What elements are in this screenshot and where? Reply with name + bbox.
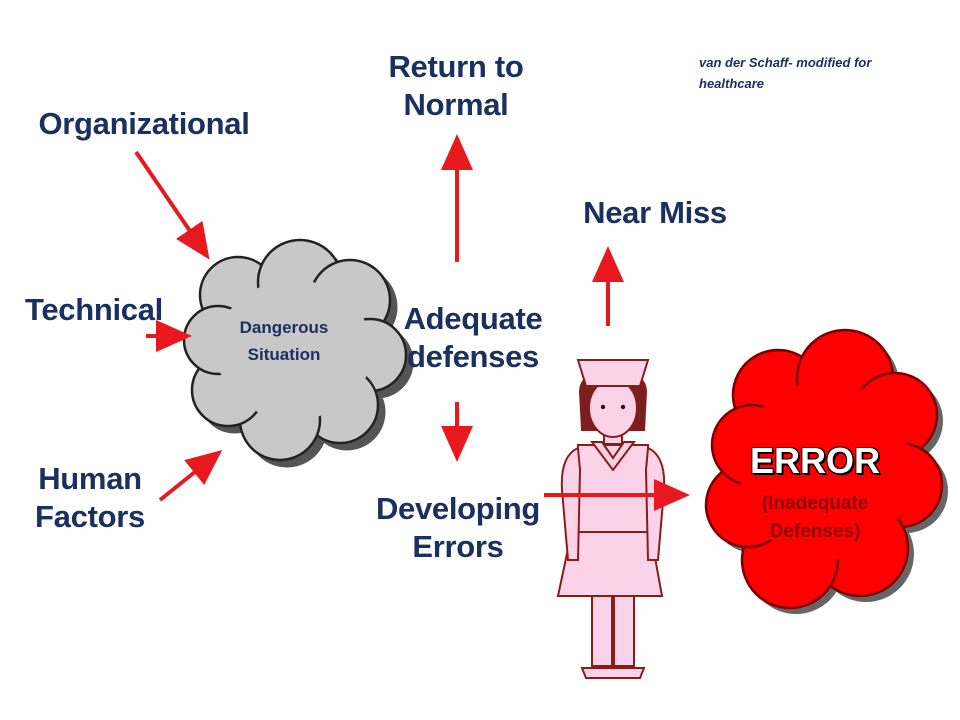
developing-errors-line-1: Developing xyxy=(375,491,541,526)
dangerous-situation-line-2: Situation xyxy=(247,345,321,364)
human-factors-label: Human Factors xyxy=(20,460,160,536)
nurse-arm-right xyxy=(644,446,666,561)
nurse-eye-left xyxy=(600,404,606,410)
error-subtitle-line-2: Defenses) xyxy=(769,521,861,542)
technical-label: Technical xyxy=(25,292,163,327)
nurse-eye-right xyxy=(620,404,626,410)
return-to-normal-line-1: Return to xyxy=(388,49,524,84)
nurse-figure xyxy=(556,359,666,679)
nurse-cap xyxy=(576,359,650,387)
error-title: ERROR xyxy=(749,440,880,481)
nurse-collar xyxy=(590,441,636,472)
organizational-label: Organizational xyxy=(38,106,250,141)
adequate-defenses-label: Adequate defenses xyxy=(392,300,554,376)
nurse-arm-left xyxy=(560,446,582,561)
developing-errors-line-2: Errors xyxy=(412,529,504,564)
near-miss-label: Near Miss xyxy=(583,195,727,230)
error-subtitle: (Inadequate Defenses) xyxy=(730,490,900,546)
nurse-shoes xyxy=(580,667,646,679)
developing-errors-label: Developing Errors xyxy=(362,490,554,566)
dangerous-situation-line-1: Dangerous xyxy=(239,318,329,337)
arrow-organizational-to-situation xyxy=(134,150,210,260)
dangerous-situation-text: Dangerous Situation xyxy=(214,314,354,368)
adequate-defenses-line-1: Adequate xyxy=(403,301,543,336)
nurse-leg-left xyxy=(591,591,613,667)
human-factors-line-1: Human xyxy=(38,461,142,496)
citation-note: van der Schaff- modified for healthcare xyxy=(699,55,872,91)
error-cloud xyxy=(704,328,948,614)
arrow-human-factors-to-situation xyxy=(158,449,223,502)
nurse-leg-right xyxy=(613,591,635,667)
error-subtitle-line-1: (Inadequate xyxy=(761,493,869,514)
return-to-normal-label: Return to Normal xyxy=(370,48,542,124)
human-factors-line-2: Factors xyxy=(35,499,145,534)
adequate-defenses-line-2: defenses xyxy=(407,339,539,374)
return-to-normal-line-2: Normal xyxy=(403,87,509,122)
nurse-face xyxy=(588,378,638,438)
